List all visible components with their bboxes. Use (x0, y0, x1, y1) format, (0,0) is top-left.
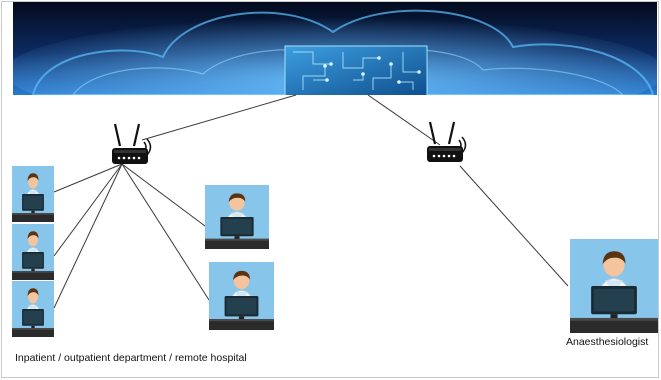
workstation-mid-1 (205, 185, 269, 249)
link-router-left-ws2 (53, 163, 123, 257)
link-router-left-mid2 (121, 163, 210, 301)
doctor-at-computer-icon (209, 262, 274, 330)
doctor-at-computer-icon (570, 239, 658, 333)
doctor-at-computer-icon (12, 224, 54, 280)
wifi-router-icon (427, 121, 467, 162)
link-cloud-router-left (141, 94, 297, 141)
doctor-at-computer-icon (205, 185, 269, 249)
router-right (425, 120, 469, 166)
link-router-left-ws1 (53, 163, 123, 193)
router-left (110, 122, 154, 168)
doctor-at-computer-icon (12, 166, 54, 222)
link-router-left-ws3 (53, 163, 123, 309)
workstation-anaesthesiologist (570, 239, 658, 333)
wifi-router-icon (112, 123, 152, 164)
link-router-left-mid1 (121, 163, 206, 227)
cloud-banner (13, 2, 657, 95)
left-group-label: Inpatient / outpatient department / remo… (15, 352, 247, 364)
cloud-server-icon (13, 2, 657, 95)
anaesthesiologist-label: Anaesthesiologist (566, 336, 649, 348)
workstation-left-3 (12, 281, 54, 337)
link-router-right-anaesthesiologist (459, 165, 569, 287)
workstation-left-2 (12, 224, 54, 280)
link-cloud-router-right (367, 94, 441, 146)
doctor-at-computer-icon (12, 281, 54, 337)
workstation-left-1 (12, 166, 54, 222)
workstation-mid-2 (209, 262, 274, 330)
